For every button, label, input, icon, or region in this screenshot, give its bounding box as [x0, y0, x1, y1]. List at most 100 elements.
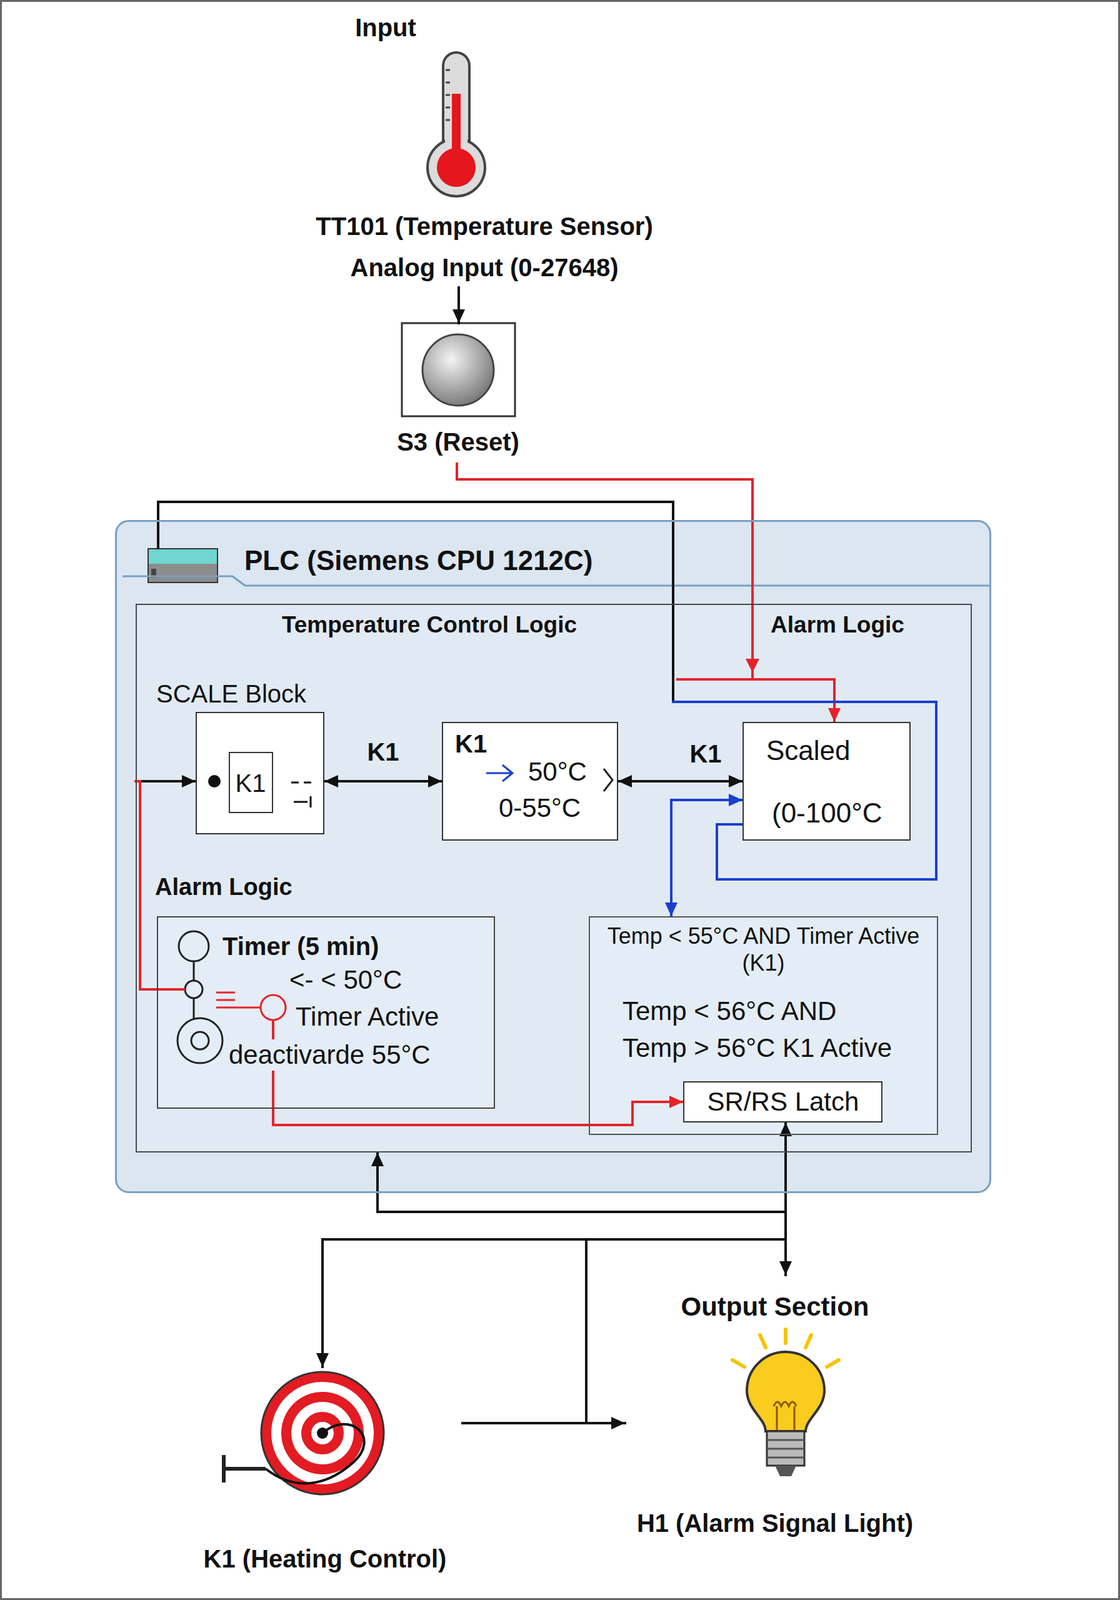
connector — [135, 781, 157, 990]
text-slot: SCALE Block — [156, 678, 307, 709]
text-slot: K1 — [235, 768, 267, 799]
node-text: Output Section — [681, 1291, 870, 1323]
node-text: Timer Active — [295, 1001, 439, 1033]
connector-segment — [784, 1122, 787, 1275]
arrowhead — [728, 775, 743, 788]
text-slot: K1 — [455, 728, 487, 759]
compare-box: K150°C0-55°C — [441, 721, 619, 841]
heater-ring — [261, 1371, 384, 1495]
timer-circle — [191, 1031, 209, 1050]
box-fill — [156, 916, 495, 1109]
text-slot: Analog Input (0-27648) — [350, 252, 619, 283]
node-text: K1 — [235, 768, 267, 799]
connector-segment — [377, 1210, 786, 1214]
function-box: K1 — [228, 751, 274, 814]
text-slot: 50°C — [528, 756, 587, 788]
arrowhead — [828, 708, 841, 722]
text-slot: Input — [355, 12, 417, 43]
text-slot: S3 (Reset) — [396, 426, 520, 457]
arrowhead — [779, 1261, 792, 1275]
connector-segment — [670, 800, 673, 917]
connector — [618, 775, 743, 788]
connector-segment — [716, 823, 743, 826]
arrowhead — [428, 775, 442, 788]
arrowhead — [452, 309, 465, 324]
text-slot: Temp < 56°C AND Temp > 56°C K1 Active — [622, 993, 906, 1067]
contact-circle — [260, 995, 286, 1020]
text-slot: deactivarde 55°C — [228, 1039, 431, 1071]
plc-module-outline — [148, 548, 218, 583]
node-text: Analog Input (0-27648) — [350, 252, 619, 283]
timer-circle — [177, 1018, 223, 1064]
text-slot: Timer (5 min) — [222, 931, 379, 962]
wire-stub — [676, 678, 753, 681]
arrowhead — [371, 1152, 384, 1167]
connector-segment — [751, 479, 754, 680]
scale-tick — [445, 81, 450, 84]
node-text: Temp < 56°C AND Temp > 56°C K1 Active — [622, 993, 906, 1067]
section-label: Input — [355, 12, 417, 43]
node-text: K1 (Heating Control) — [203, 1543, 447, 1574]
text-slot: (0-100°C — [771, 796, 883, 830]
scale-tick — [445, 106, 450, 109]
connector-segment — [752, 678, 835, 681]
plc-module-top — [148, 548, 218, 564]
box-fill — [228, 751, 274, 814]
scale-tick — [445, 94, 450, 97]
timer-link — [193, 998, 195, 1019]
arrowhead — [316, 1353, 329, 1367]
connector — [316, 1122, 786, 1367]
box-fill — [683, 1081, 883, 1123]
node-text: SCALE Block — [156, 678, 307, 709]
node-text: (0-100°C — [771, 796, 883, 830]
node-text: Temperature Control Logic — [281, 611, 577, 639]
connector-segment — [156, 501, 160, 520]
text-slot: Output Section — [681, 1291, 870, 1323]
scale-tick — [445, 119, 450, 122]
node-text: TT101 (Temperature Sensor) — [315, 211, 653, 242]
pushbutton-cap — [422, 334, 494, 406]
text-slot: Alarm Logic — [155, 873, 293, 902]
heater-icon — [223, 1371, 384, 1495]
connector-segment — [631, 1101, 634, 1125]
arrowhead — [669, 1095, 684, 1109]
pushbutton-icon — [401, 323, 515, 417]
input-dot — [208, 775, 221, 788]
mercury-bulb — [436, 148, 476, 187]
output-symbol — [293, 801, 308, 804]
node-text: PLC (Siemens CPU 1212C) — [244, 544, 594, 578]
text-slot: Temperature Control Logic — [281, 611, 577, 639]
connector-segment — [321, 1239, 324, 1367]
connector — [462, 1416, 625, 1430]
text-slot: H1 (Alarm Signal Light) — [636, 1508, 914, 1539]
node-text: Timer (5 min) — [222, 931, 379, 962]
box-fill — [135, 603, 972, 1153]
connector-segment — [673, 700, 937, 704]
scale-block: SCALE BlockK1 — [195, 711, 325, 835]
text-slot: <- < 50°C — [289, 964, 402, 996]
scaled-box: Scaled (0-100°C — [742, 721, 911, 841]
connector-segment — [716, 878, 937, 881]
light-ray — [760, 1335, 766, 1348]
pushbutton-node: S3 (Reset) — [387, 323, 529, 464]
output-symbol — [303, 781, 312, 784]
arrowhead — [665, 902, 678, 917]
light-ray — [783, 1329, 788, 1344]
box-fill — [441, 721, 619, 841]
lamp-tip — [775, 1465, 797, 1477]
logic-area: Temperature Control LogicAlarm Logic SCAL… — [135, 603, 972, 1153]
edge-label: K1 — [366, 736, 399, 767]
latch-box: SR/RS Latch — [683, 1081, 883, 1123]
text-slot: Scaled — [766, 734, 851, 768]
node-text: K1 — [455, 728, 487, 759]
text-slot: SR/RS Latch — [707, 1086, 860, 1118]
text-slot: Temp < 55°C AND Timer Active (K1) — [595, 922, 932, 977]
node-text: H1 (Alarm Signal Light) — [636, 1508, 914, 1539]
scale-tick — [445, 69, 450, 72]
heater-handle — [223, 1466, 266, 1471]
text-slot: Timer Active — [295, 1001, 439, 1033]
connector — [135, 775, 196, 788]
connector — [665, 793, 743, 917]
output-symbol — [310, 796, 312, 808]
connector-segment — [784, 1122, 787, 1240]
